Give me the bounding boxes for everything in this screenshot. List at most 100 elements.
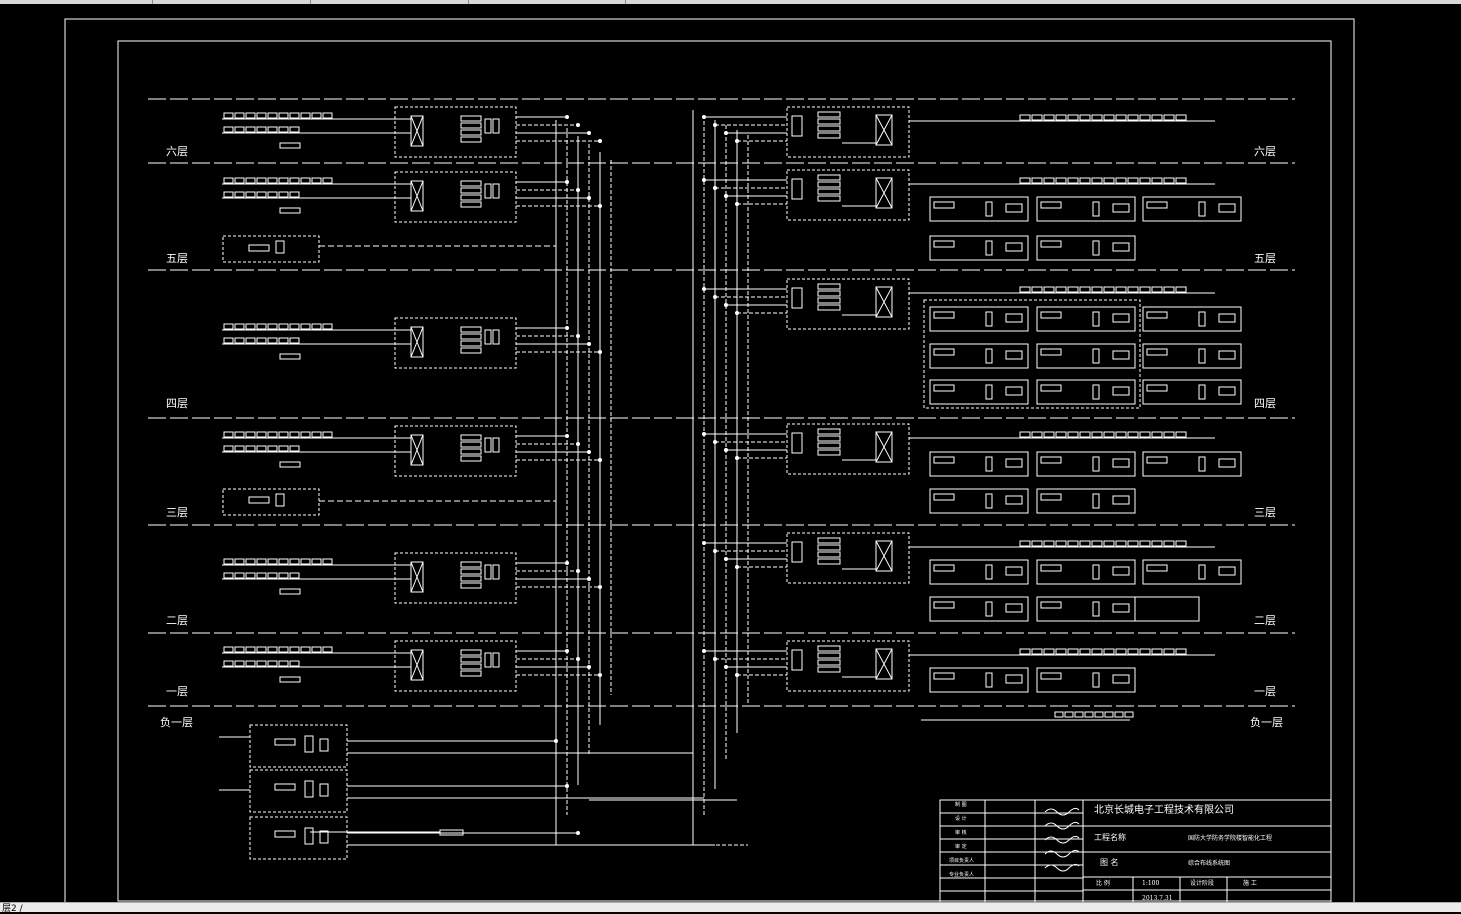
junction-dot <box>565 434 569 438</box>
patch-panel <box>985 201 993 217</box>
outlet-block <box>1040 672 1062 680</box>
patch-panel <box>875 431 893 463</box>
outlet-block <box>1079 286 1091 293</box>
outlet-block <box>1163 114 1175 121</box>
switch-module <box>460 122 482 129</box>
company-name: 北京长城电子工程技术有限公司 <box>1094 805 1234 816</box>
sub-panel <box>1036 343 1136 369</box>
scale-value: 1:100 <box>1142 880 1160 887</box>
switch-module <box>817 645 841 652</box>
outlet-block <box>278 177 289 184</box>
outlet-block <box>256 323 267 330</box>
outlet-block <box>256 572 267 579</box>
outlet-block <box>274 830 296 838</box>
outlet-block <box>289 337 300 344</box>
outlet-block <box>248 244 270 252</box>
outlet-block <box>1112 566 1130 576</box>
junction-dot <box>724 303 728 307</box>
outlet-block <box>223 558 234 565</box>
outlet-block <box>322 177 333 184</box>
outlet-block <box>1067 540 1079 547</box>
outlet-block <box>1151 114 1163 121</box>
switch-module <box>492 329 500 345</box>
patch-panel <box>875 648 893 680</box>
outlet-block <box>311 646 322 653</box>
outlet-block <box>1005 458 1023 468</box>
phase-value: 施 工 <box>1243 880 1257 887</box>
outlet-block <box>1218 350 1236 360</box>
layout-tab-bar[interactable]: 层2 / <box>0 902 1461 914</box>
outlet-block <box>1175 540 1187 547</box>
floor-label-left-b1: 负一层 <box>160 716 193 729</box>
outlet-block <box>267 191 278 198</box>
sub-cabinet <box>222 235 320 263</box>
outlet-block <box>319 738 329 752</box>
sub-panel <box>1142 451 1242 477</box>
patch-panel <box>304 735 314 753</box>
layout-tab-label[interactable]: 层2 / <box>2 904 23 914</box>
outlet-block <box>1094 711 1104 718</box>
outlet-block <box>1019 286 1031 293</box>
label-block <box>279 461 301 468</box>
outlet-block <box>1146 384 1168 392</box>
outlet-block <box>223 337 234 344</box>
outlet-block <box>1112 495 1130 505</box>
patch-panel <box>1092 493 1100 509</box>
outlet-block <box>223 126 234 133</box>
switch-module <box>492 564 500 580</box>
outlet-block <box>1139 431 1151 438</box>
date-value: 2013.7.31 <box>1142 895 1173 902</box>
switch-module <box>817 659 841 666</box>
outlet-block <box>1114 711 1124 718</box>
junction-dot <box>713 657 717 661</box>
outlet-block <box>256 558 267 565</box>
outer-frame <box>64 18 1355 905</box>
patch-panel <box>985 672 993 688</box>
outlet-block <box>289 558 300 565</box>
patch-panel-cross <box>875 177 893 209</box>
outlet-block <box>1031 286 1043 293</box>
outlet-block <box>256 177 267 184</box>
outlet-block <box>267 445 278 452</box>
sub-panel <box>929 451 1029 477</box>
outlet-block <box>248 496 270 504</box>
switch-module <box>817 304 841 311</box>
floor-cabinet <box>786 278 910 330</box>
sub-panel <box>1142 379 1242 405</box>
outlet-block <box>1043 114 1055 121</box>
patch-panel <box>1092 672 1100 688</box>
patch-panel-cross <box>410 649 424 681</box>
junction-dot <box>587 577 591 581</box>
outlet-block <box>933 564 955 572</box>
outlet-block <box>234 445 245 452</box>
label-block <box>279 588 301 595</box>
junction-dot <box>724 131 728 135</box>
outlet-block <box>300 558 311 565</box>
outlet-block <box>1031 540 1043 547</box>
floor-label-left-5: 五层 <box>166 252 188 265</box>
switch-module <box>460 455 482 462</box>
switch-module <box>817 544 841 551</box>
junction-dot <box>702 115 706 119</box>
switch-module <box>817 449 841 456</box>
outlet-block <box>1067 648 1079 655</box>
outlet-block <box>289 323 300 330</box>
floor-label-left-1: 一层 <box>166 685 188 698</box>
floor-label-right-4: 四层 <box>1254 397 1276 410</box>
outlet-block <box>256 445 267 452</box>
patch-panel <box>791 287 803 309</box>
signature-mark <box>1044 807 1080 816</box>
patch-panel <box>985 456 993 472</box>
switch-module <box>460 347 482 354</box>
junction-dot <box>702 541 706 545</box>
outlet-block <box>322 646 333 653</box>
switch-module <box>460 326 482 333</box>
outlet-block <box>245 445 256 452</box>
junction-dot <box>576 442 580 446</box>
outlet-block <box>245 177 256 184</box>
patch-panel-cross <box>875 540 893 572</box>
outlet-block <box>1112 203 1130 213</box>
outlet-block <box>1005 242 1023 252</box>
outlet-block <box>1067 114 1079 121</box>
